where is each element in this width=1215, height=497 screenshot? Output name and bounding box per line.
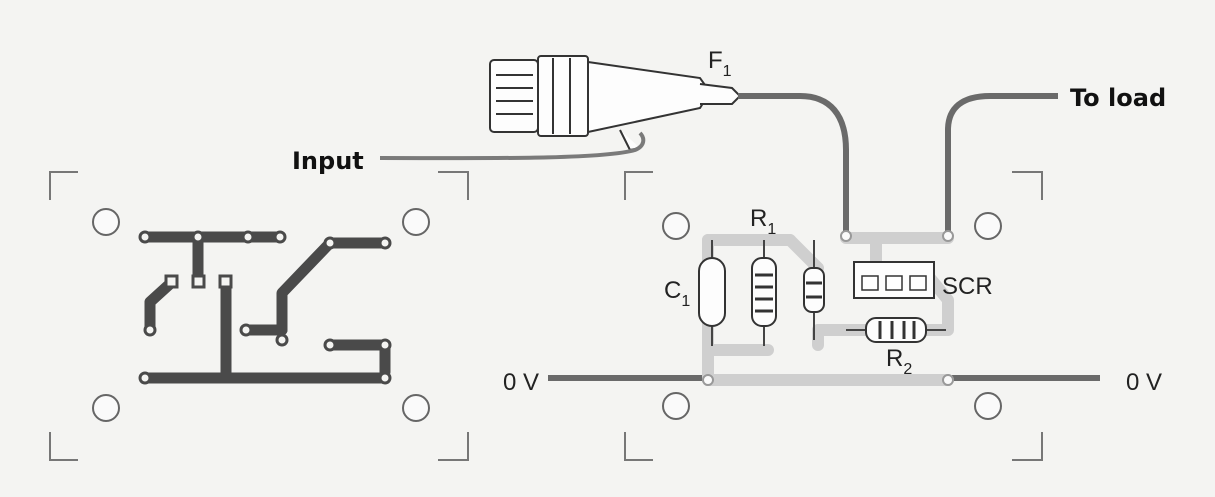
- solder-pads: [138, 230, 392, 385]
- resistor-r2: [865, 317, 927, 343]
- component-side-pads: [702, 230, 954, 386]
- zero-v-left-label: 0 V: [503, 369, 539, 396]
- fuse-wire: [738, 93, 849, 232]
- r2-label: R2: [886, 345, 912, 378]
- c1-label: C1: [664, 277, 690, 310]
- component-leads: [711, 240, 946, 346]
- resistor-r1: [751, 257, 777, 327]
- fuse-label: F1: [708, 47, 732, 80]
- board-outline-left: [49, 171, 469, 461]
- board-outline-right: [624, 171, 1043, 461]
- copper-traces: [139, 231, 391, 384]
- mounting-holes-right: [662, 212, 1002, 420]
- fuse-holder: [489, 55, 742, 152]
- input-label: Input: [292, 147, 364, 175]
- scr-component: [853, 261, 935, 299]
- input-wire: [379, 131, 646, 161]
- capacitor-c1: [698, 257, 726, 327]
- zero-v-right-label: 0 V: [1126, 369, 1162, 396]
- copper-side-board: [49, 171, 469, 461]
- component-side-board: [624, 171, 1043, 461]
- scr-label: SCR: [942, 273, 993, 300]
- mounting-holes-left: [92, 208, 430, 422]
- component-side-traces: [702, 232, 954, 386]
- r1-label: R1: [750, 205, 776, 238]
- small-resistor: [803, 267, 825, 313]
- load-wire: [945, 93, 1058, 232]
- to-load-label: To load: [1070, 84, 1166, 112]
